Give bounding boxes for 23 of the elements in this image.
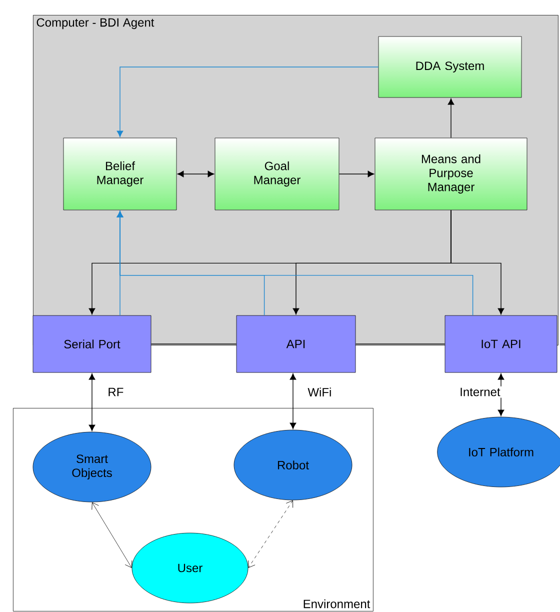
edge-label: WiFi <box>306 386 334 398</box>
edge-label: Internet <box>458 386 502 398</box>
ellipse-node: Smart Objects <box>32 432 152 502</box>
arrow <box>116 66 379 138</box>
arrow <box>92 502 132 568</box>
arrow <box>450 210 504 315</box>
arrow <box>448 98 454 138</box>
arrow <box>177 170 214 178</box>
ellipse-node: User <box>132 532 248 604</box>
process-box: API <box>236 315 356 373</box>
edge-label: RF <box>106 386 126 398</box>
arrow <box>248 500 294 568</box>
process-box: IoT API <box>444 315 558 373</box>
ellipse-node: Robot <box>234 430 352 500</box>
process-box: DDA System <box>378 36 522 98</box>
arrow <box>290 373 296 430</box>
arrow <box>338 170 374 178</box>
process-box: Goal Manager <box>214 138 340 210</box>
process-box: Serial Port <box>32 315 152 373</box>
process-box: Belief Manager <box>63 138 177 210</box>
process-box: Means and Purpose Manager <box>374 138 528 210</box>
arrow <box>88 373 96 432</box>
ellipse-node: IoT Platform <box>437 416 560 488</box>
